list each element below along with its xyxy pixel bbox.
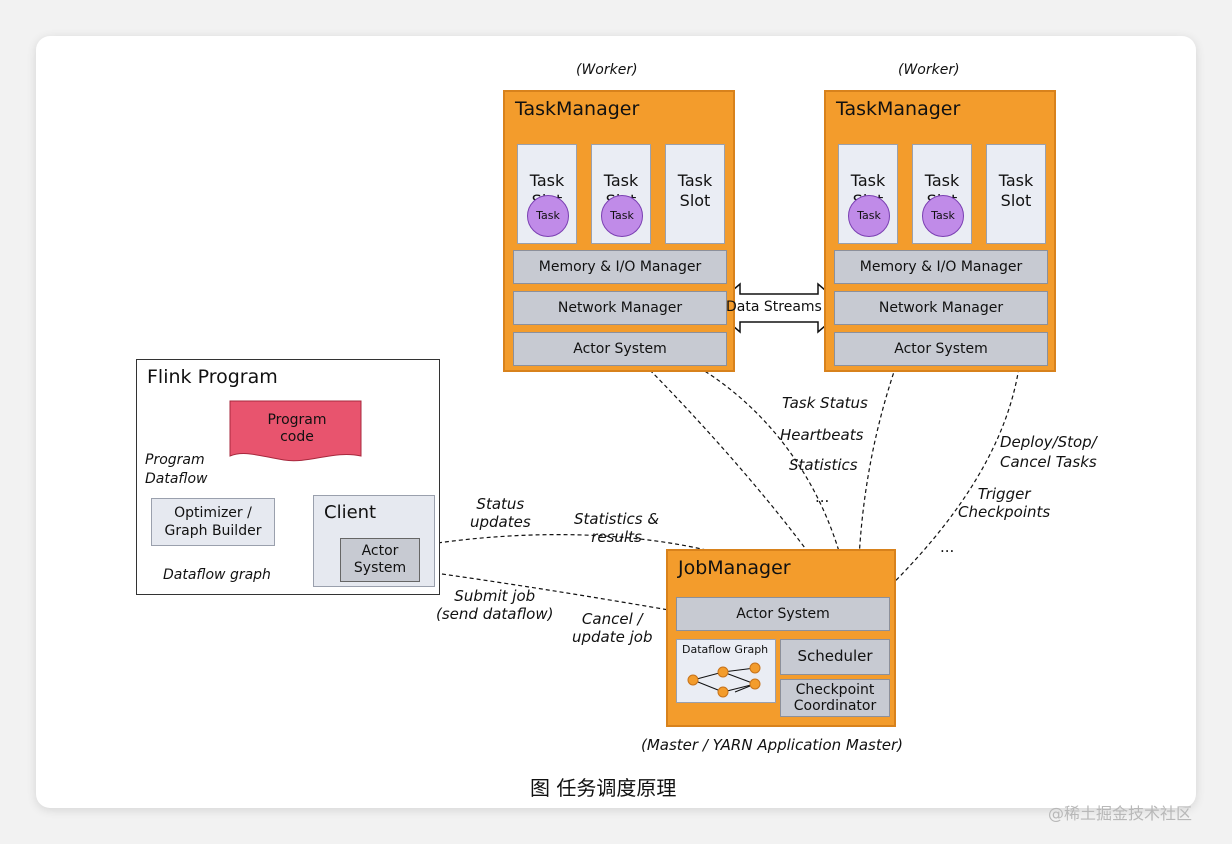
trigger-checkpoints-label: Trigger Checkpoints: [958, 485, 1051, 521]
client-box: Client Actor System: [313, 495, 435, 587]
task-slot: Task Slot Task: [591, 144, 651, 244]
taskmanager-title: TaskManager: [515, 98, 640, 120]
flink-program-title: Flink Program: [147, 366, 278, 388]
client-actor-system: Actor System: [340, 538, 420, 582]
ellipsis-label: ...: [815, 488, 830, 506]
task-status-label: Task Status: [782, 394, 868, 412]
task-slot: Task Slot Task: [517, 144, 577, 244]
ellipsis-label: ...: [940, 538, 955, 556]
task-slot: Task Slot: [986, 144, 1046, 244]
status-updates-label: Status updates: [470, 495, 531, 531]
optimizer-box: Optimizer / Graph Builder: [151, 498, 275, 546]
deploy-stop-label: Deploy/Stop/ Cancel Tasks: [1000, 433, 1097, 471]
dataflow-graph-box: Dataflow Graph: [676, 639, 776, 703]
memory-io-manager: Memory & I/O Manager: [834, 250, 1048, 284]
task-slot: Task Slot: [665, 144, 725, 244]
memory-io-manager: Memory & I/O Manager: [513, 250, 727, 284]
dataflow-graph-label: Dataflow graph: [163, 567, 271, 583]
task-slot: Task Slot Task: [912, 144, 972, 244]
task-circle: Task: [848, 195, 890, 237]
task-circle: Task: [601, 195, 643, 237]
task-circle: Task: [922, 195, 964, 237]
program-code-shape: [229, 400, 362, 462]
cancel-update-label: Cancel / update job: [572, 610, 653, 646]
task-slot: Task Slot Task: [838, 144, 898, 244]
task-slot-label: Task Slot: [677, 171, 713, 210]
program-dataflow-label: Program Dataflow: [145, 452, 208, 487]
program-code-label: Program code: [267, 412, 327, 445]
data-streams-label: Data Streams: [726, 299, 822, 315]
scheduler-box: Scheduler: [780, 639, 890, 675]
taskmanager-left: TaskManager Task Slot Task Task Slot Tas…: [503, 90, 735, 372]
worker-label-right: (Worker): [898, 62, 960, 78]
figure-caption: 图 任务调度原理: [530, 776, 677, 800]
jobmanager-actor-system: Actor System: [676, 597, 890, 631]
dataflow-graph-icon: [687, 662, 761, 698]
task-slot-label: Task Slot: [998, 171, 1034, 210]
checkpoint-coordinator-box: Checkpoint Coordinator: [780, 679, 890, 717]
flink-program-box: Flink Program Program code Program Dataf…: [136, 359, 440, 595]
master-label: (Master / YARN Application Master): [641, 736, 903, 754]
jobmanager: JobManager Actor System Dataflow Graph S…: [666, 549, 896, 727]
actor-system: Actor System: [834, 332, 1048, 366]
worker-label-left: (Worker): [576, 62, 638, 78]
statistics-results-label: Statistics & results: [574, 510, 660, 546]
actor-system: Actor System: [513, 332, 727, 366]
heartbeats-label: Heartbeats: [780, 426, 864, 444]
task-circle: Task: [527, 195, 569, 237]
taskmanager-right: TaskManager Task Slot Task Task Slot Tas…: [824, 90, 1056, 372]
watermark: @稀土掘金技术社区: [1048, 804, 1193, 823]
network-manager: Network Manager: [834, 291, 1048, 325]
client-title: Client: [324, 502, 377, 523]
statistics-label: Statistics: [789, 456, 858, 474]
jobmanager-title: JobManager: [678, 557, 791, 579]
submit-job-label: Submit job (send dataflow): [436, 587, 554, 623]
dataflow-graph-title: Dataflow Graph: [682, 643, 769, 656]
network-manager: Network Manager: [513, 291, 727, 325]
taskmanager-title: TaskManager: [836, 98, 961, 120]
